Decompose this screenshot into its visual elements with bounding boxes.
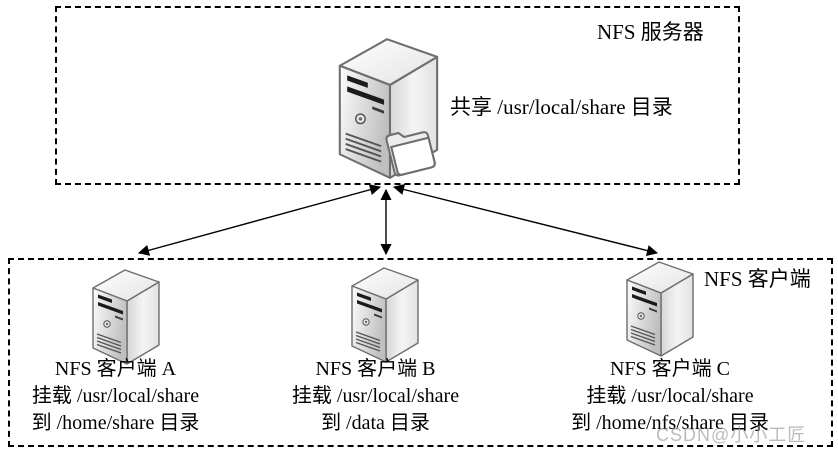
- client-a-name: NFS 客户端 A: [54, 358, 177, 380]
- client-a-caption: NFS 客户端 A 挂载 /usr/local/share 到 /home/sh…: [13, 356, 218, 437]
- client-b-mount: 挂载 /usr/local/share: [291, 385, 460, 407]
- client-a-target: 到 /home/share 目录: [31, 412, 200, 434]
- nfs-server-icon: [338, 38, 439, 179]
- nfs-client-label: NFS 客户端: [704, 267, 811, 291]
- arrow-server-to-client-c: [392, 184, 659, 256]
- arrow-server-to-client-a: [137, 184, 382, 256]
- nfs-client-group-box: [8, 258, 833, 447]
- client-c-caption: NFS 客户端 C 挂载 /usr/local/share 到 /home/nf…: [545, 356, 795, 437]
- nfs-server-group-box: [55, 6, 740, 185]
- client-b-icon: [351, 267, 419, 363]
- client-b-target: 到 /data 目录: [321, 412, 430, 434]
- client-c-name: NFS 客户端 C: [609, 358, 731, 380]
- client-c-icon: [626, 261, 694, 357]
- shared-folder-icon: [385, 131, 436, 177]
- client-a-icon: [92, 269, 160, 365]
- client-b-caption: NFS 客户端 B 挂载 /usr/local/share 到 /data 目录: [273, 356, 478, 437]
- server-share-caption: 共享 /usr/local/share 目录: [450, 95, 673, 119]
- csdn-watermark: CSDN@小小工匠: [656, 425, 807, 445]
- client-b-name: NFS 客户端 B: [315, 358, 436, 380]
- client-a-mount: 挂载 /usr/local/share: [31, 385, 200, 407]
- nfs-server-label: NFS 服务器: [597, 20, 704, 44]
- client-c-mount: 挂载 /usr/local/share: [586, 385, 754, 407]
- client-c-target: 到 /home/nfs/share 目录: [571, 412, 769, 434]
